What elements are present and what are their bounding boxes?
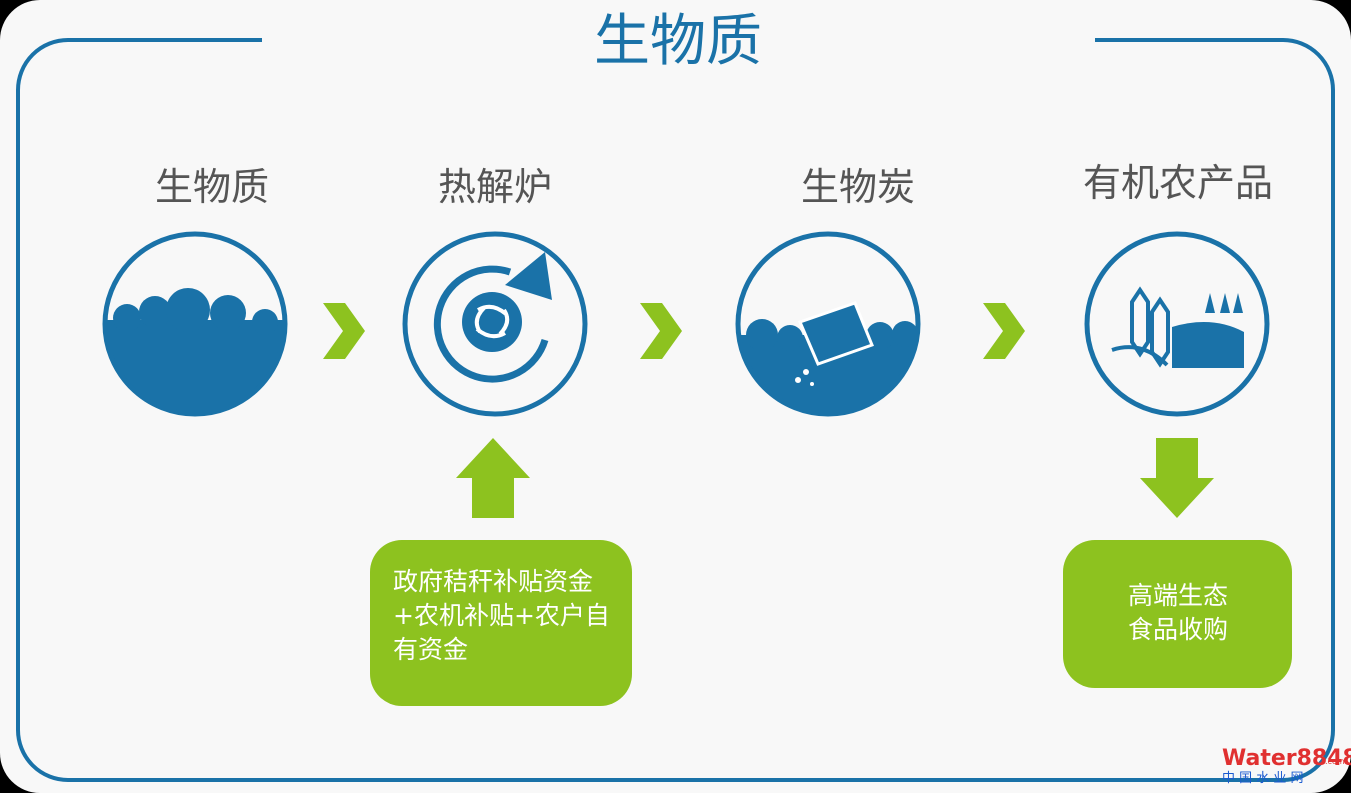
watermark-logo: Water8848 .com 中 国 水 业 网 <box>1222 746 1351 786</box>
watermark-suffix: .com <box>1325 757 1345 766</box>
funding-box: 政府秸秆补贴资金 +农机补贴+农户自 有资金 <box>370 540 632 706</box>
chevron-right-icon <box>983 303 1025 359</box>
step-label: 生物炭 <box>801 165 915 209</box>
market-line: 高端生态 <box>1128 581 1228 610</box>
chevron-right-icon <box>640 303 682 359</box>
step-label: 生物质 <box>155 165 269 209</box>
arrow-down-icon <box>1140 438 1214 518</box>
market-line: 食品收购 <box>1128 615 1228 644</box>
step-label: 有机农产品 <box>1083 161 1273 205</box>
market-box: 高端生态 食品收购 <box>1063 540 1292 688</box>
page-title: 生物质 <box>594 9 762 74</box>
watermark-subtitle: 中 国 水 业 网 <box>1222 771 1304 786</box>
frame <box>16 38 1335 782</box>
funding-line: 政府秸秆补贴资金 <box>393 567 593 596</box>
chevron-right-icon <box>323 303 365 359</box>
pyrolysis-cycle-icon <box>402 231 588 417</box>
funding-line: 有资金 <box>393 635 468 664</box>
arrow-up-icon <box>456 438 530 518</box>
watermark-brand: Water8848 <box>1222 746 1351 771</box>
step-label: 热解炉 <box>438 165 552 209</box>
funding-line: +农机补贴+农户自 <box>393 601 610 630</box>
wheat-farm-icon <box>1084 231 1270 417</box>
